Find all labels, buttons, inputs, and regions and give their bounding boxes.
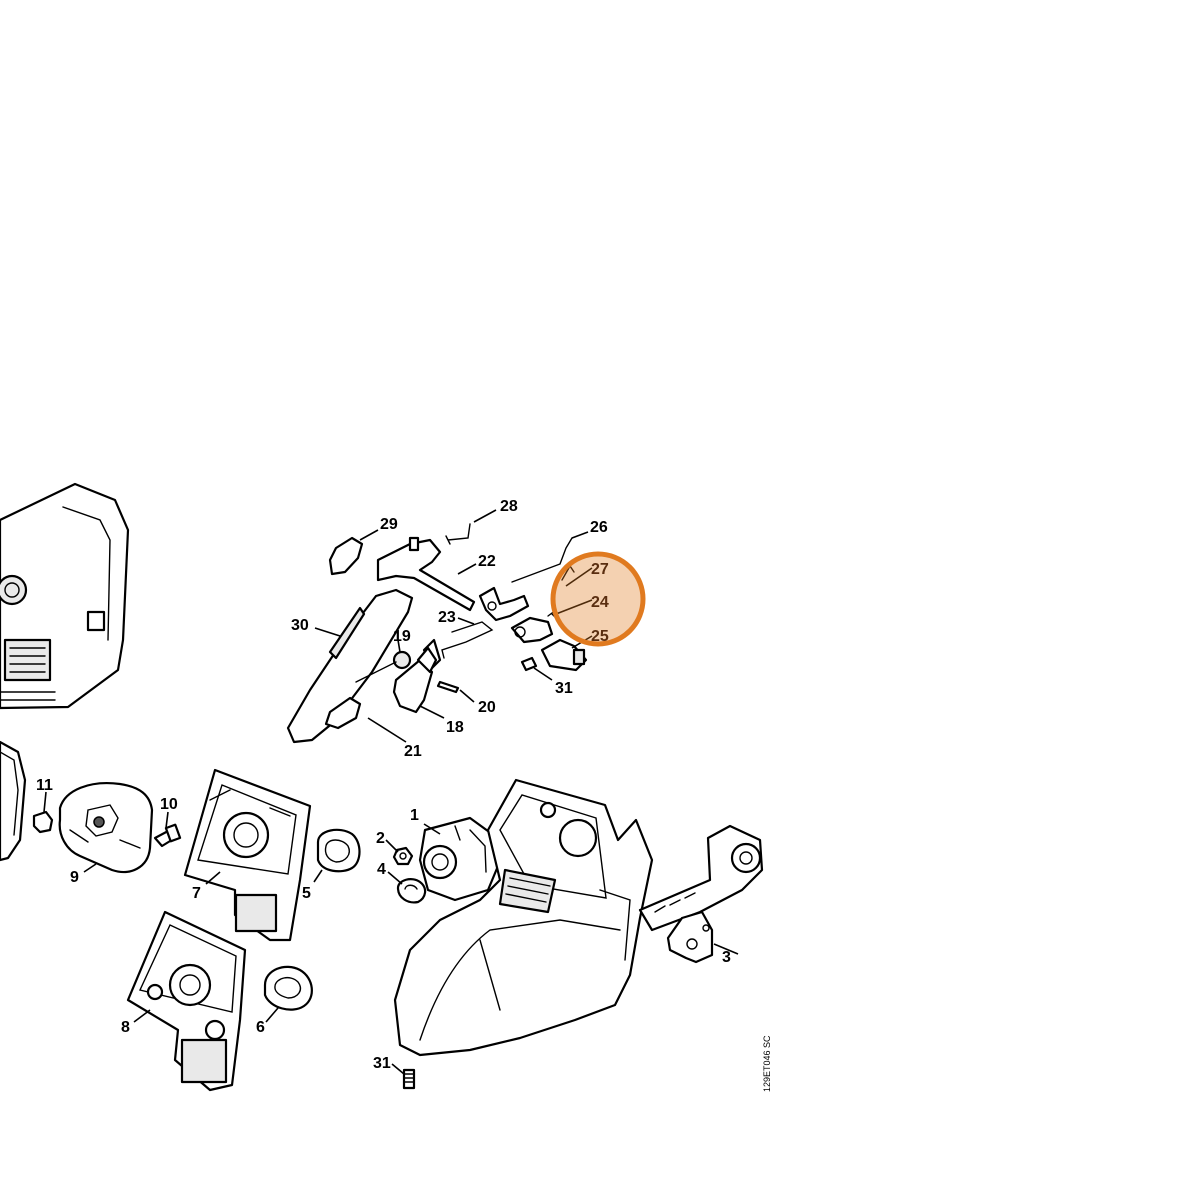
guard-part-25[interactable] [540,638,588,672]
highlight-circle [550,551,646,647]
screw-part-31-bottom[interactable] [402,1068,416,1090]
callout-8: 8 [121,1019,130,1036]
callout-11: 11 [36,777,53,794]
screw-part-31-top[interactable] [520,656,538,672]
linkage-part[interactable] [478,586,530,622]
callout-30: 30 [291,617,309,634]
callout-23: 23 [438,609,456,626]
callout-6: 6 [256,1019,265,1036]
callout-18: 18 [446,719,464,736]
bracket-part-3[interactable] [666,910,714,964]
gasket-part-6[interactable] [263,965,313,1011]
handle-grip-part-30[interactable] [286,588,414,744]
carburetor-part-1[interactable] [418,816,500,902]
callout-2: 2 [376,830,385,847]
screw-part-10[interactable] [153,823,182,848]
callout-25: 25 [591,628,609,645]
callout-3: 3 [722,949,731,966]
plug-part-11[interactable] [32,810,54,834]
callout-1: 1 [410,807,419,824]
callout-20: 20 [478,699,496,716]
engine-housing-part[interactable] [393,778,764,1057]
rod-part-28[interactable] [445,523,471,545]
leader-lines [43,509,739,1075]
shroud-cover-part[interactable] [0,482,130,710]
wire-part-26[interactable] [511,537,573,583]
trigger-part-22[interactable] [376,536,476,612]
callout-28: 28 [500,498,518,515]
gasket-part-5[interactable] [316,828,361,873]
filter-cover-part-8[interactable] [126,910,247,1092]
callout-31-top: 31 [555,680,573,697]
spring-part-19[interactable] [355,650,412,683]
interlock-lever-part[interactable] [510,616,554,644]
catch-part-21[interactable] [324,696,362,730]
callout-29: 29 [380,516,398,533]
callout-4: 4 [377,861,386,878]
lever-part-29[interactable] [328,536,364,576]
interlock-part-18[interactable] [392,638,442,714]
callout-9: 9 [70,869,79,886]
callout-labels: 29 28 22 26 30 23 27 24 25 19 31 20 18 2… [36,498,731,1072]
callout-27: 27 [591,561,609,578]
reference-code: 129ET046 SC [762,1035,772,1092]
fan-cover-part-9[interactable] [58,782,154,874]
callout-31-bottom: 31 [373,1055,391,1072]
callout-10: 10 [160,796,178,813]
callout-26: 26 [590,519,608,536]
spring-part-23[interactable] [441,621,494,659]
callout-7: 7 [192,885,201,902]
pin-part-20[interactable] [436,680,460,694]
grommet-part-4[interactable] [396,878,427,904]
callout-24: 24 [591,594,609,611]
callout-19: 19 [393,628,411,645]
side-cover-part[interactable] [0,740,27,862]
callout-22: 22 [478,553,496,570]
nut-part-2[interactable] [392,846,414,866]
callout-21: 21 [404,743,422,760]
callout-5: 5 [302,885,311,902]
filter-base-part-7[interactable] [183,768,312,942]
